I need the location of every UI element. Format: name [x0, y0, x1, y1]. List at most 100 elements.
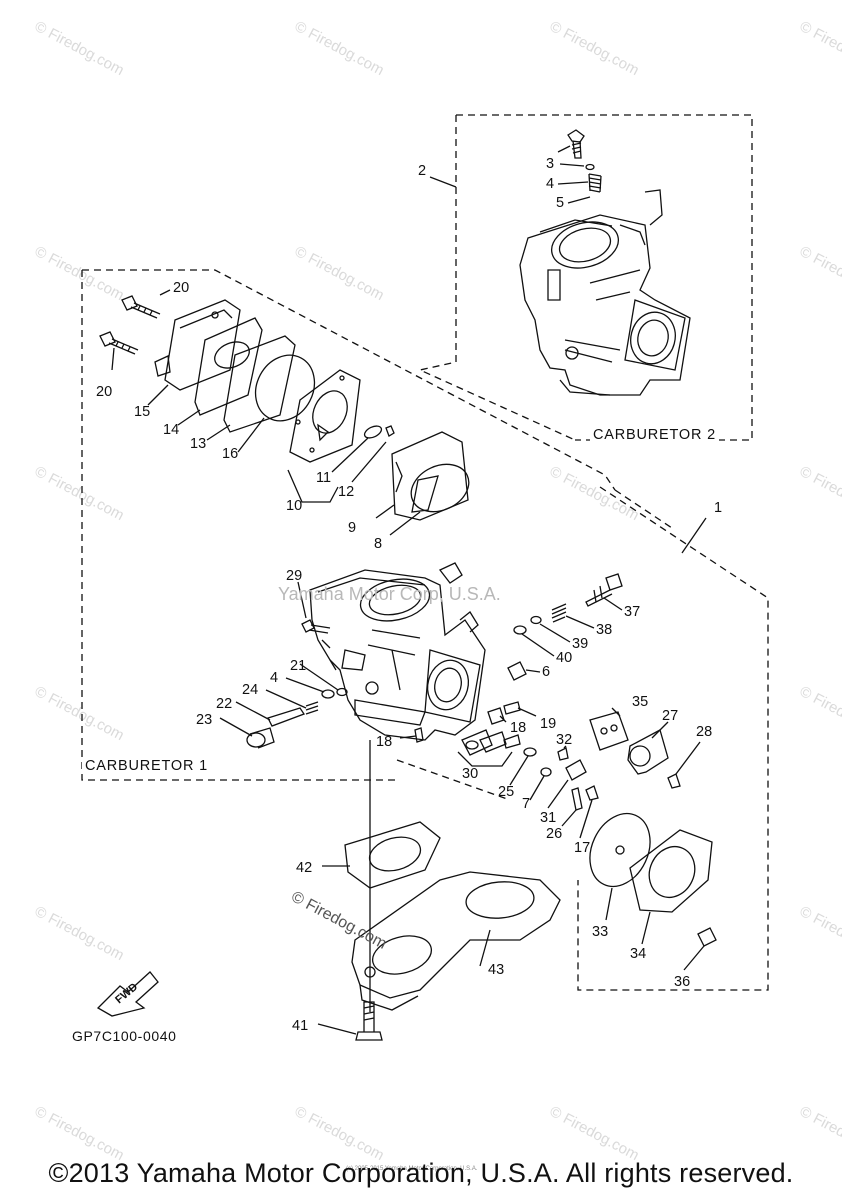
part-19-fitting	[503, 701, 521, 715]
assembly-1-boundary	[577, 486, 769, 991]
part-number: 14	[163, 422, 179, 438]
part-number-labels: 1 2 3 4 5 4 6 7 8 9 10 11 12 13 14 15 16…	[96, 156, 722, 1034]
leader-line	[299, 663, 339, 691]
leader-line	[331, 437, 369, 473]
part-11-check-valve	[363, 425, 383, 439]
part-number: 21	[290, 658, 306, 674]
part-number: 20	[173, 280, 189, 296]
part-number: 34	[630, 946, 646, 962]
part-13-diaphragm	[223, 335, 296, 433]
diagram-code: GP7C100-0040	[72, 1028, 177, 1044]
part-number: 17	[574, 840, 590, 856]
leader-line	[159, 289, 171, 296]
part-number: 13	[190, 436, 206, 452]
leader-line	[611, 707, 621, 717]
part-30-bracket-line	[457, 751, 513, 767]
leader-line	[525, 669, 541, 673]
part-number: 39	[572, 636, 588, 652]
part-number: 33	[592, 924, 608, 940]
part-43-intake-manifold	[351, 871, 561, 1011]
carburetor-1-label: CARBURETOR 1	[82, 758, 211, 774]
part-34-cover	[629, 829, 713, 913]
leader-line	[579, 799, 593, 839]
part-number: 30	[462, 766, 478, 782]
part-number: 7	[522, 796, 530, 812]
part-26-pin	[571, 787, 583, 811]
part-number: 28	[696, 724, 712, 740]
part-number: 37	[624, 604, 640, 620]
part-22-screw	[267, 707, 305, 727]
leader-line	[529, 775, 545, 801]
part-number: 27	[662, 708, 678, 724]
part-number: 26	[546, 826, 562, 842]
part-18-lower-screw	[414, 727, 424, 743]
leader-line	[317, 1023, 357, 1035]
part-35-plate	[589, 711, 629, 751]
part-6-plug	[507, 661, 527, 681]
part-39-washer	[530, 615, 542, 625]
part-number: 4	[546, 176, 554, 192]
part-number: 2	[418, 163, 426, 179]
carburetor-2-body	[519, 189, 691, 396]
leader-line	[235, 701, 271, 721]
part-20-bolt-upper	[121, 295, 161, 319]
part-16-gasket-ring	[254, 354, 316, 422]
part-42-gasket	[344, 821, 441, 889]
leader-line	[147, 384, 169, 406]
part-8-diaphragm	[410, 463, 470, 513]
leader-line	[285, 677, 325, 693]
part-number: 31	[540, 810, 556, 826]
leader-line	[517, 707, 537, 717]
leader-line	[399, 735, 417, 739]
part-7-washer	[540, 767, 552, 777]
part-number: 32	[556, 732, 572, 748]
part-number: 20	[96, 384, 112, 400]
part-17-screw	[585, 785, 599, 801]
leader-line	[479, 929, 491, 967]
leader-line	[509, 755, 529, 786]
leader-line	[375, 504, 395, 519]
part-number: 1	[714, 500, 722, 516]
part-15-cover	[154, 299, 241, 391]
part-32-screw	[557, 747, 569, 761]
part-14-opening	[214, 341, 250, 369]
part-number: 16	[222, 446, 238, 462]
part-18-upper-fitting	[487, 707, 505, 725]
leader-line	[563, 745, 567, 749]
part-41-bolt	[355, 1001, 383, 1041]
part-number: 15	[134, 404, 150, 420]
leader-line	[559, 163, 585, 167]
part-number: 12	[338, 484, 354, 500]
part-number: 36	[674, 974, 690, 990]
leader-line	[389, 511, 421, 536]
part-5-spring	[588, 173, 602, 193]
leader-line	[675, 741, 701, 775]
carburetor-2-boundary	[417, 114, 753, 441]
part-number: 35	[632, 694, 648, 710]
part-37-pilot-screw	[585, 573, 623, 607]
part-number: 6	[542, 664, 550, 680]
part-number: 42	[296, 860, 312, 876]
leader-line	[651, 721, 669, 739]
leader-line	[603, 597, 623, 611]
part-3-screw	[567, 129, 585, 159]
part-29-screw	[301, 619, 331, 634]
leader-line	[219, 717, 253, 737]
part-31-clip	[565, 759, 587, 781]
part-30-jets	[461, 729, 521, 756]
part-9-plate	[391, 431, 469, 521]
leader-line	[641, 911, 651, 945]
part-14-gasket	[194, 317, 263, 416]
tiny-copyright: (c) 2005-2015 Yamaha Motor Corporation, …	[346, 1166, 478, 1172]
leader-line	[683, 945, 705, 971]
part-number: 5	[556, 195, 564, 211]
part-number: 4	[270, 670, 278, 686]
part-4-washer	[321, 689, 335, 699]
carburetor-1-boundary	[81, 269, 616, 801]
part-number: 18	[376, 734, 392, 750]
leader-line	[237, 417, 265, 453]
part-10-bracket-line	[287, 469, 339, 503]
part-number: 38	[596, 622, 612, 638]
part-number: 22	[216, 696, 232, 712]
